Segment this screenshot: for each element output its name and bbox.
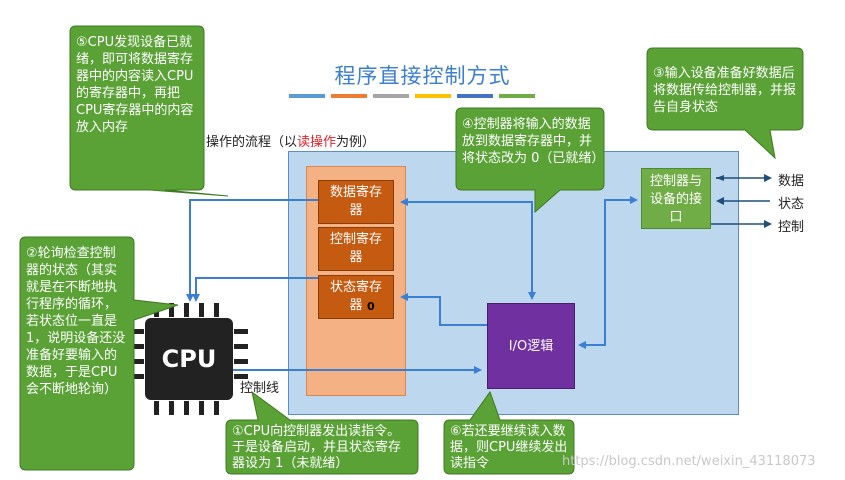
controller-device-interface: 控制器与设备的接口 (641, 168, 711, 229)
cpu-chip-pins (130, 303, 248, 415)
arrow-data-register-to-cpu (186, 199, 318, 302)
title-bar-segment (373, 94, 409, 98)
arrow-io-to-interface (578, 196, 638, 349)
status-value: 0 (367, 300, 375, 313)
title-bar-segment (499, 94, 535, 98)
note-1: ①CPU向控制器发出读指令。于是设备启动，并且状态寄存器设为 1（未就绪） (232, 424, 402, 471)
arrow-io-to-status-register (400, 293, 487, 326)
control-register: 控制寄存器 (318, 227, 394, 271)
note-6: ⑥若还要继续读入数据，则CPU继续发出读指令 (450, 424, 568, 471)
title-bar-segment (289, 94, 325, 98)
note-5: ⑤CPU发现设备已就绪，即可将数据寄存器中的内容读入CPU的寄存器中，再把CPU… (76, 35, 194, 135)
bubble-shape-1 (225, 390, 419, 475)
bubble-shape-2 (19, 236, 179, 471)
io-logic: I/O逻辑 (487, 303, 575, 389)
control-line-label: 控制线 (240, 381, 280, 396)
note-4: ④控制器将输入的数据放到数据寄存器中，并将状态改为 0（已就绪） (462, 117, 605, 166)
data-signal-label: 数据 (778, 174, 805, 189)
arrow-status-register-to-cpu (192, 277, 318, 302)
status-signal-label: 状态 (778, 197, 805, 212)
diagram-title: 程序直接控制方式 (334, 64, 511, 88)
title-bar-segment (331, 94, 367, 98)
title-bar-segment (457, 94, 493, 98)
control-signal-label: 控制 (778, 220, 805, 235)
bubble-shape-3 (646, 47, 804, 160)
arrow-data-register-io (400, 198, 536, 300)
bubble-shape-6 (443, 390, 575, 475)
note-3: ③输入设备准备好数据后将数据传给控制器，并报告自身状态 (653, 66, 797, 115)
bubble-shape-5 (69, 25, 229, 197)
subtitle-highlight: 读操作 (297, 135, 337, 150)
watermark: https://blog.csdn.net/weixin_43118073 (562, 454, 816, 469)
cpu-chip: CPU (145, 318, 233, 400)
data-register: 数据寄存器 (318, 180, 394, 224)
bubble-shape-4 (455, 107, 605, 214)
note-2: ②轮询检查控制器的状态（其实就是在不断地执行程序的循环，若状态位一直是 1，说明… (26, 246, 126, 397)
title-bar-segment (415, 94, 451, 98)
process-subtitle: 操作的流程（以读操作为例） (206, 135, 376, 150)
